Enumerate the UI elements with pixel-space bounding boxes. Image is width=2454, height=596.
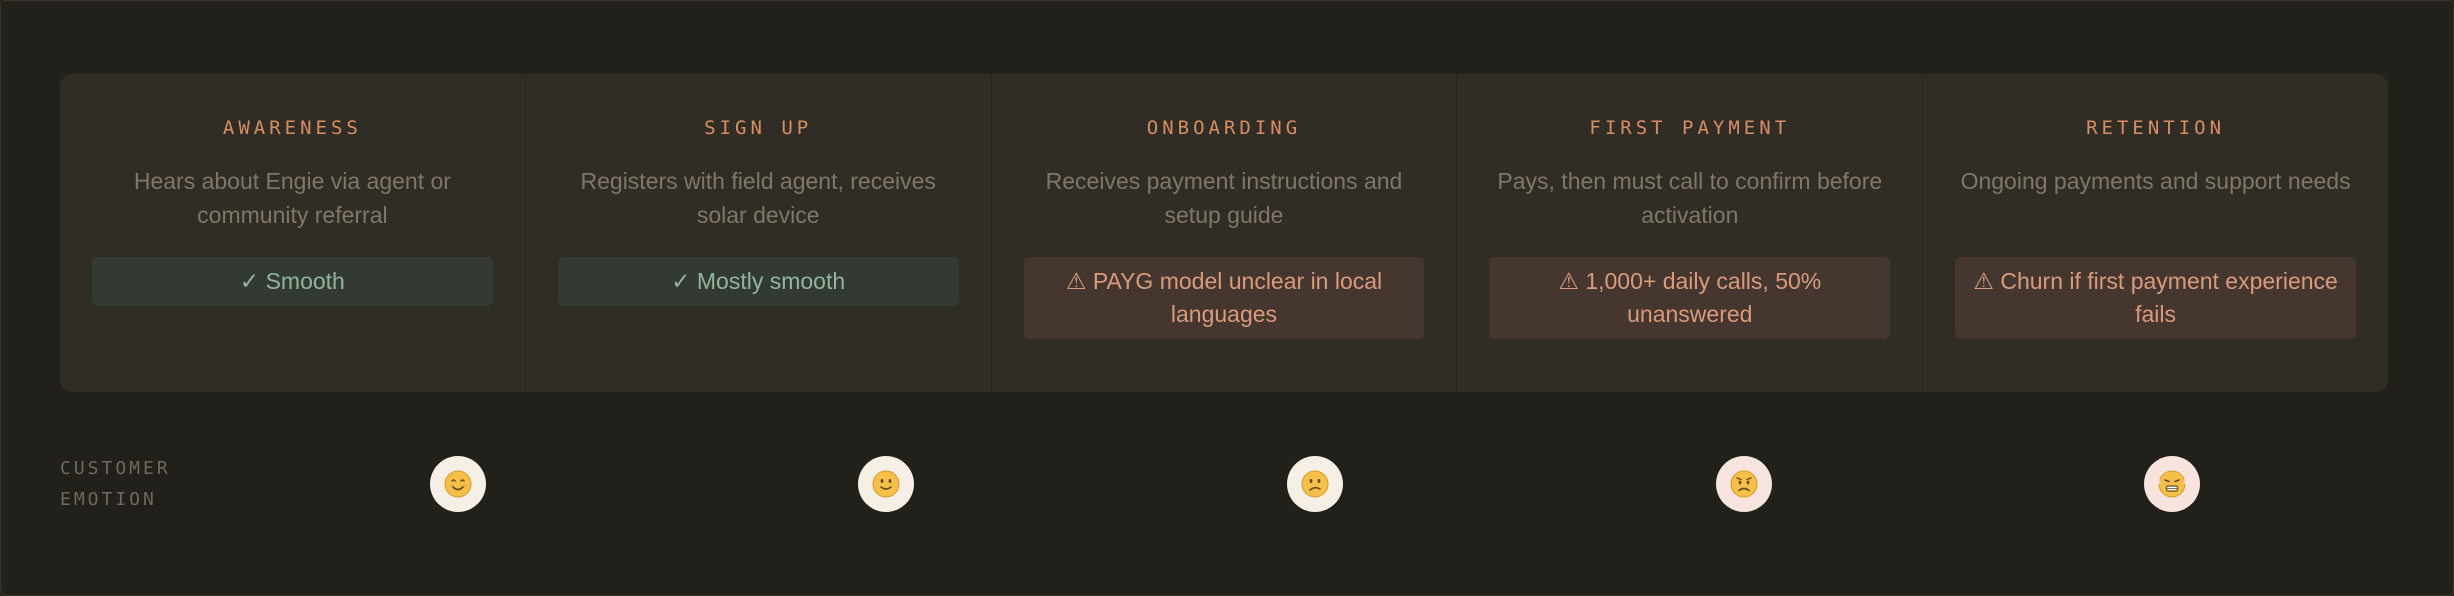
stage-status-badge: ✓ Mostly smooth bbox=[557, 257, 959, 306]
stage-description: Registers with field agent, receives sol… bbox=[580, 168, 936, 228]
stage-description: Pays, then must call to confirm before a… bbox=[1497, 168, 1883, 228]
stage-status-badge: ⚠ 1,000+ daily calls, 50% unanswered bbox=[1489, 257, 1891, 339]
stage-sign-up: SIGN UP Registers with field agent, rece… bbox=[526, 74, 992, 392]
stage-description: Receives payment instructions and setup … bbox=[1045, 168, 1403, 228]
journey-stages: AWARENESS Hears about Engie via agent or… bbox=[60, 74, 2388, 392]
stage-first-payment: FIRST PAYMENT Pays, then must call to co… bbox=[1457, 74, 1924, 392]
stage-title: ONBOARDING bbox=[1146, 117, 1302, 139]
stage-description: Ongoing payments and support needs bbox=[1960, 168, 2351, 194]
confused-face-icon bbox=[1287, 456, 1343, 512]
slight-smile-face-icon bbox=[858, 456, 914, 512]
frustrated-face-icon bbox=[2144, 456, 2200, 512]
stage-title: AWARENESS bbox=[222, 117, 362, 139]
stage-title: FIRST PAYMENT bbox=[1589, 117, 1791, 139]
stage-onboarding: ONBOARDING Receives payment instructions… bbox=[992, 74, 1458, 392]
happy-face-icon bbox=[430, 456, 486, 512]
stage-status-badge: ⚠ PAYG model unclear in local languages bbox=[1023, 257, 1425, 339]
emotion-label-line2: EMOTION bbox=[60, 489, 157, 510]
stage-status-badge: ✓ Smooth bbox=[92, 257, 493, 306]
emotion-label-line1: CUSTOMER bbox=[60, 458, 171, 479]
stage-description: Hears about Engie via agent or community… bbox=[133, 168, 451, 228]
stage-status-badge: ⚠ Churn if first payment experience fail… bbox=[1955, 257, 2356, 339]
customer-emotion-label: CUSTOMER EMOTION bbox=[60, 453, 260, 515]
stage-awareness: AWARENESS Hears about Engie via agent or… bbox=[60, 74, 526, 392]
stage-retention: RETENTION Ongoing payments and support n… bbox=[1923, 74, 2388, 392]
stage-title: SIGN UP bbox=[704, 117, 813, 139]
stage-title: RETENTION bbox=[2086, 117, 2226, 139]
worried-face-icon bbox=[1716, 456, 1772, 512]
